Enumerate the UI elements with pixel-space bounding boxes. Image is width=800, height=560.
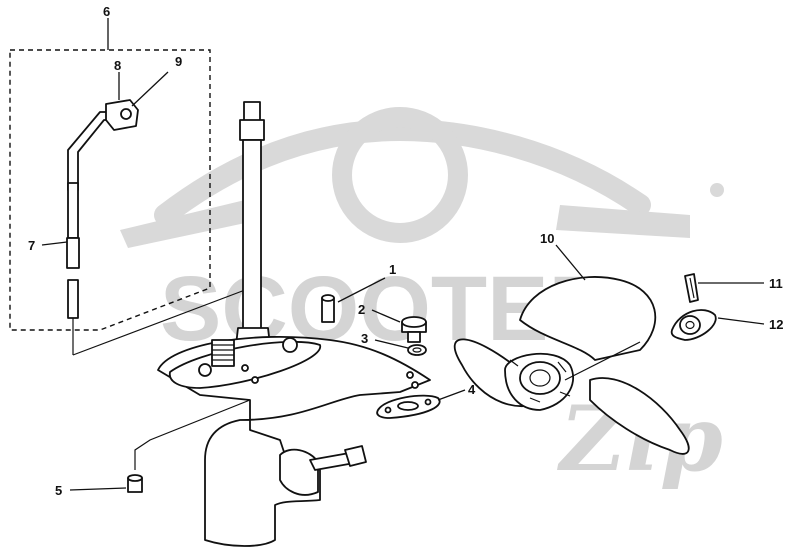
leader-10: [555, 244, 586, 281]
callout-8: 8: [114, 58, 121, 73]
propeller-part: [453, 276, 690, 455]
callout-10: 10: [540, 231, 554, 246]
part-3-washer: [407, 344, 427, 356]
part-2-bolt: [401, 316, 427, 343]
part-11-cotter-pin: [684, 273, 699, 303]
assembly-6-box: [9, 49, 211, 331]
part-5-plug: [127, 399, 251, 493]
part-1-pin: [321, 294, 335, 323]
leader-1: [337, 277, 386, 303]
part-3-washer-hole: [412, 347, 422, 353]
callout-6: 6: [103, 4, 110, 19]
leader-3: [374, 339, 409, 349]
leader-2: [371, 309, 401, 323]
leader-5: [69, 487, 127, 491]
clip-and-bush-part: [105, 99, 139, 131]
lower-unit-housing: [157, 335, 431, 547]
leader-12: [717, 317, 765, 325]
callout-2: 2: [358, 302, 365, 317]
leader-9: [131, 71, 169, 107]
watermark-circle: [332, 107, 468, 243]
callout-labels: 1 2 3 4 5 6 7 8 9 10 11 12: [28, 4, 783, 498]
shift-rod-part: [66, 111, 246, 356]
watermark-bar-left: [120, 200, 250, 248]
leader-7: [41, 241, 68, 246]
callout-11: 11: [769, 276, 783, 291]
callout-1: 1: [389, 262, 396, 277]
part-12-nut: [670, 309, 717, 341]
callout-9: 9: [175, 54, 182, 69]
callout-5: 5: [55, 483, 62, 498]
part-4-anode: [376, 394, 441, 419]
leader-4: [437, 389, 466, 401]
watermark-dot: [710, 183, 724, 197]
callout-4: 4: [468, 382, 476, 397]
callout-3: 3: [361, 331, 368, 346]
leader-lines: [41, 18, 765, 491]
callout-12: 12: [769, 317, 783, 332]
callout-7: 7: [28, 238, 35, 253]
watermark-bar-right: [556, 205, 690, 238]
